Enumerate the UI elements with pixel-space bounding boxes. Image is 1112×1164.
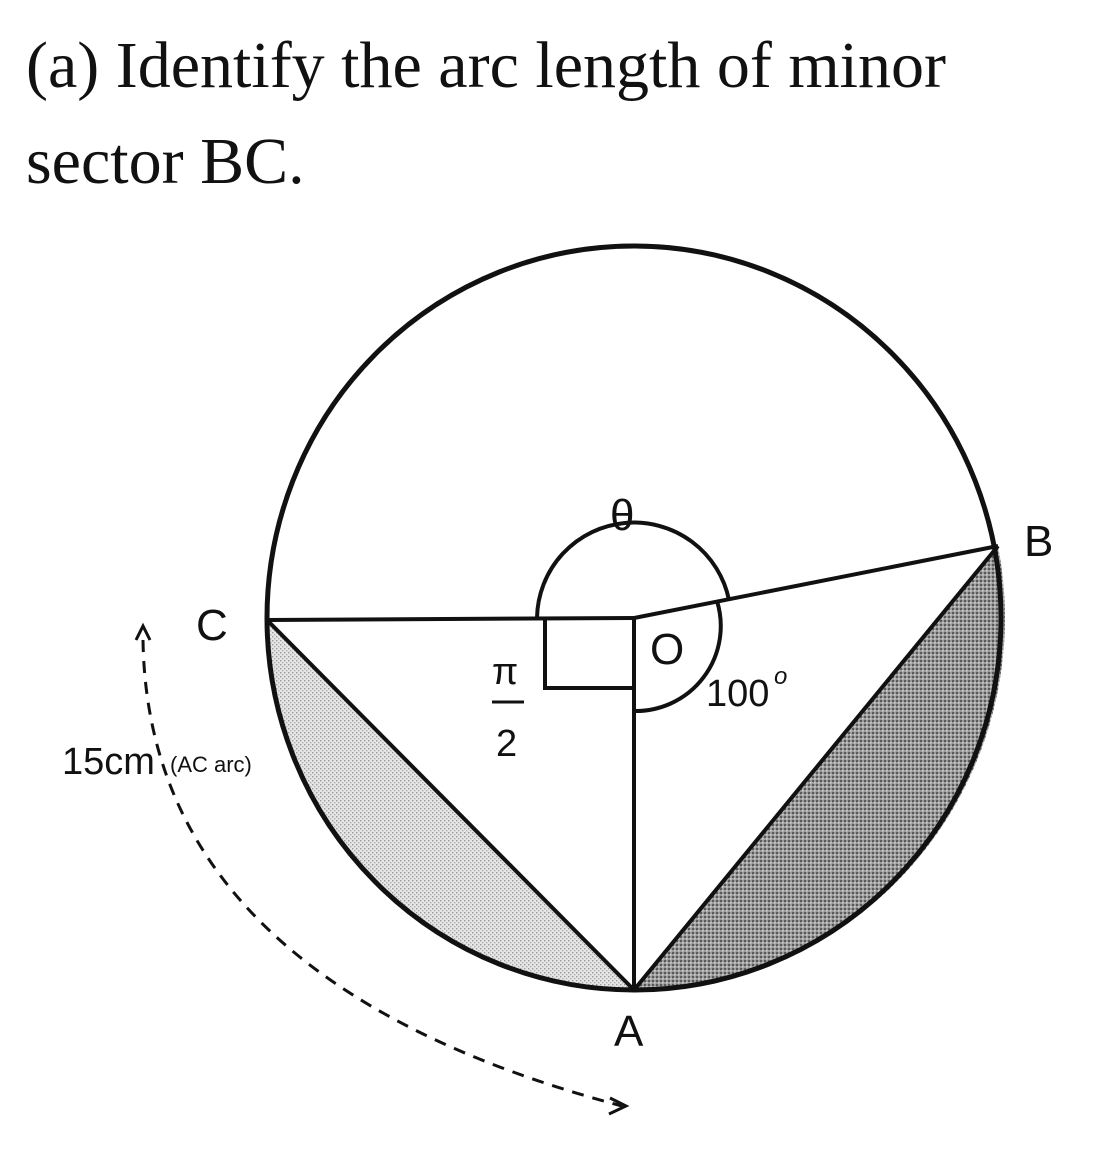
theta-angle-arc bbox=[535, 520, 731, 619]
label-theta: θ bbox=[610, 491, 634, 540]
label-o: O bbox=[650, 625, 684, 674]
label-arc-note: (AC arc) bbox=[170, 752, 252, 777]
label-100: 100 bbox=[706, 673, 769, 715]
label-a: A bbox=[614, 1007, 644, 1056]
label-arc-length: 15cm bbox=[62, 741, 155, 783]
label-b: B bbox=[1024, 517, 1053, 566]
label-degree: o bbox=[774, 663, 787, 690]
arrowhead-bottom bbox=[608, 1096, 630, 1116]
chord-ab bbox=[632, 544, 1000, 992]
angle-100-arc bbox=[633, 600, 723, 714]
arc-length-dashed-arrow bbox=[141, 639, 623, 1108]
radius-ob bbox=[633, 544, 999, 620]
chord-ca bbox=[265, 618, 636, 992]
label-c: C bbox=[196, 601, 228, 650]
arrowhead-top bbox=[134, 622, 152, 641]
question-line-2: sector BC. bbox=[26, 125, 305, 198]
label-two: 2 bbox=[496, 723, 517, 765]
question-text: (a) Identify the arc length of minor sec… bbox=[26, 18, 1096, 210]
right-angle-marker bbox=[543, 620, 634, 690]
label-pi: π bbox=[492, 651, 518, 693]
radius-oc bbox=[266, 616, 635, 622]
question-line-1: (a) Identify the arc length of minor bbox=[26, 29, 946, 102]
